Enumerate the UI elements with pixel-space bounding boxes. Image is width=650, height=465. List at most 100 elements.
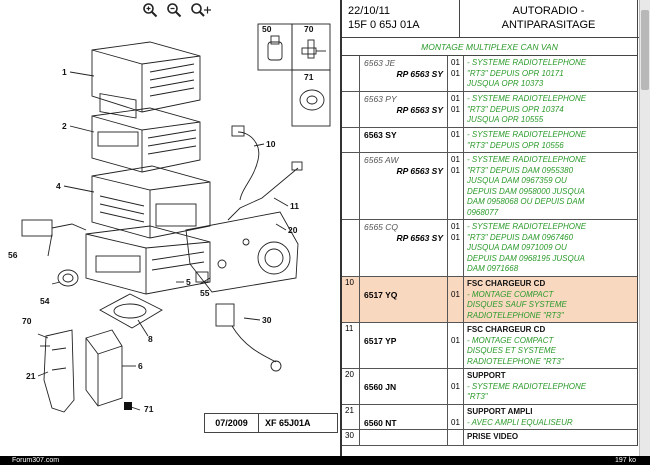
- site-name: Forum307.com: [12, 457, 60, 464]
- description-line: "RT3" DEPUIS OPR 10374: [467, 104, 564, 114]
- callout-label[interactable]: 71: [144, 404, 154, 414]
- quantity: 01: [451, 335, 460, 345]
- callout-label[interactable]: 20: [288, 225, 298, 235]
- part-washer-71[interactable]: [299, 89, 325, 111]
- part-bracket-20[interactable]: [185, 211, 299, 293]
- callout-label[interactable]: 56: [8, 250, 18, 260]
- callout-label[interactable]: 1: [62, 67, 67, 77]
- table-header: 22/10/11 15F 0 65J 01A AUTORADIO - ANTIP…: [342, 0, 650, 38]
- part-nut-71[interactable]: [124, 402, 132, 410]
- pan-icon[interactable]: [190, 2, 212, 18]
- quantity: 01: [451, 381, 460, 391]
- callout-label[interactable]: 71: [304, 72, 314, 82]
- callout-label[interactable]: 50: [262, 24, 272, 34]
- part-housing-4[interactable]: [91, 165, 211, 239]
- replacement-reference[interactable]: RP 6563 SY: [396, 68, 443, 79]
- part-support-21[interactable]: [43, 329, 75, 413]
- row-description-cell: - SYSTEME RADIOTELEPHONE"RT3" DEPUIS DAM…: [464, 220, 637, 276]
- part-reference[interactable]: 6565 CQ: [364, 222, 399, 232]
- vertical-scrollbar[interactable]: [639, 0, 650, 456]
- description-line: DAM 0971668: [467, 264, 519, 273]
- callout-label[interactable]: 30: [262, 315, 272, 325]
- description-line: - SYSTEME RADIOTELEPHONE: [467, 155, 587, 164]
- callout-label[interactable]: 5: [186, 277, 191, 287]
- scrollbar-thumb[interactable]: [641, 10, 649, 90]
- replacement-reference[interactable]: RP 6563 SY: [396, 232, 443, 243]
- section-subtitle: MONTAGE MULTIPLEXE CAN VAN: [342, 38, 638, 56]
- description-line: DEPUIS DAM 0968195 JUSQUA: [467, 253, 585, 263]
- quantity: 01: [451, 58, 460, 67]
- part-cable-10[interactable]: [237, 131, 260, 201]
- description-line: "RT3" DEPUIS OPR 10171: [467, 68, 564, 78]
- part-cd-unit-5[interactable]: [85, 225, 211, 295]
- quantity: 01: [451, 165, 460, 175]
- part-screw-70[interactable]: [301, 39, 326, 59]
- part-clip-55[interactable]: [195, 271, 209, 283]
- part-amplifier-6[interactable]: [85, 329, 123, 407]
- part-reference[interactable]: 6560 JN: [364, 381, 397, 392]
- header-title-line1: AUTORADIO -: [512, 5, 585, 17]
- part-cable-11[interactable]: [227, 167, 299, 221]
- replacement-reference[interactable]: RP 6563 SY: [396, 165, 443, 176]
- replacement-reference[interactable]: RP 6563 SY: [396, 104, 443, 115]
- description-line: JUSQUA OPR 10555: [467, 115, 544, 124]
- part-radio-1[interactable]: [91, 41, 201, 119]
- part-reference[interactable]: 6563 JE: [364, 58, 396, 68]
- part-connector-56[interactable]: [21, 219, 87, 237]
- callout-label[interactable]: 8: [148, 334, 153, 344]
- part-name: SUPPORT: [467, 371, 506, 380]
- callout-label[interactable]: 6: [138, 361, 143, 371]
- row-description-cell: - SYSTEME RADIOTELEPHONE"RT3" DEPUIS OPR…: [464, 128, 637, 152]
- row-description-cell: SUPPORT- SYSTEME RADIOTELEPHONE"RT3": [464, 369, 637, 404]
- callout-label[interactable]: 55: [200, 288, 210, 298]
- description-line: DISQUES ET SYSTEME: [467, 346, 556, 355]
- zoom-in-icon[interactable]: [142, 2, 158, 18]
- description-line: - MONTAGE COMPACT: [467, 335, 554, 345]
- row-quantity-cell: 01: [448, 405, 464, 429]
- callout-label[interactable]: 2: [62, 121, 67, 131]
- quantity: 01: [451, 155, 460, 164]
- part-reference[interactable]: 6563 SY: [364, 130, 397, 140]
- part-disc-8[interactable]: [99, 293, 163, 329]
- part-knob-54[interactable]: [57, 269, 79, 287]
- part-reference[interactable]: 6563 PY: [364, 94, 397, 104]
- quantity: 01: [451, 289, 460, 299]
- callout-label[interactable]: 11: [290, 201, 299, 211]
- quantity: 01: [451, 232, 460, 242]
- callout-label[interactable]: 21: [26, 371, 36, 381]
- callout-label[interactable]: 10: [266, 139, 276, 149]
- callout-label[interactable]: 70: [22, 316, 32, 326]
- row-description-cell: PRISE VIDEO: [464, 430, 637, 445]
- part-video-plug-30[interactable]: [215, 303, 282, 372]
- callout-label[interactable]: 4: [56, 181, 61, 191]
- zoom-out-icon[interactable]: [166, 2, 182, 18]
- part-radio-2[interactable]: [91, 107, 201, 173]
- description-line: RADIOTELEPHONE "RT3": [467, 310, 564, 320]
- row-reference-cell: 6560 NT: [360, 405, 448, 429]
- part-reference[interactable]: 6517 YQ: [364, 289, 398, 300]
- part-reference[interactable]: 6565 AW: [364, 155, 399, 165]
- row-number: [342, 153, 360, 219]
- description-line: "RT3" DEPUIS DAM 0955380: [467, 165, 574, 175]
- row-quantity-cell: 01: [448, 277, 464, 322]
- callout-label[interactable]: 54: [40, 296, 50, 306]
- part-reference[interactable]: 6560 NT: [364, 417, 397, 428]
- description-line: - MONTAGE COMPACT: [467, 289, 554, 299]
- part-bulb-50[interactable]: [267, 35, 283, 61]
- part-reference[interactable]: 6517 YP: [364, 335, 397, 346]
- callout-label[interactable]: 70: [304, 24, 314, 34]
- part-name: PRISE VIDEO: [467, 432, 519, 441]
